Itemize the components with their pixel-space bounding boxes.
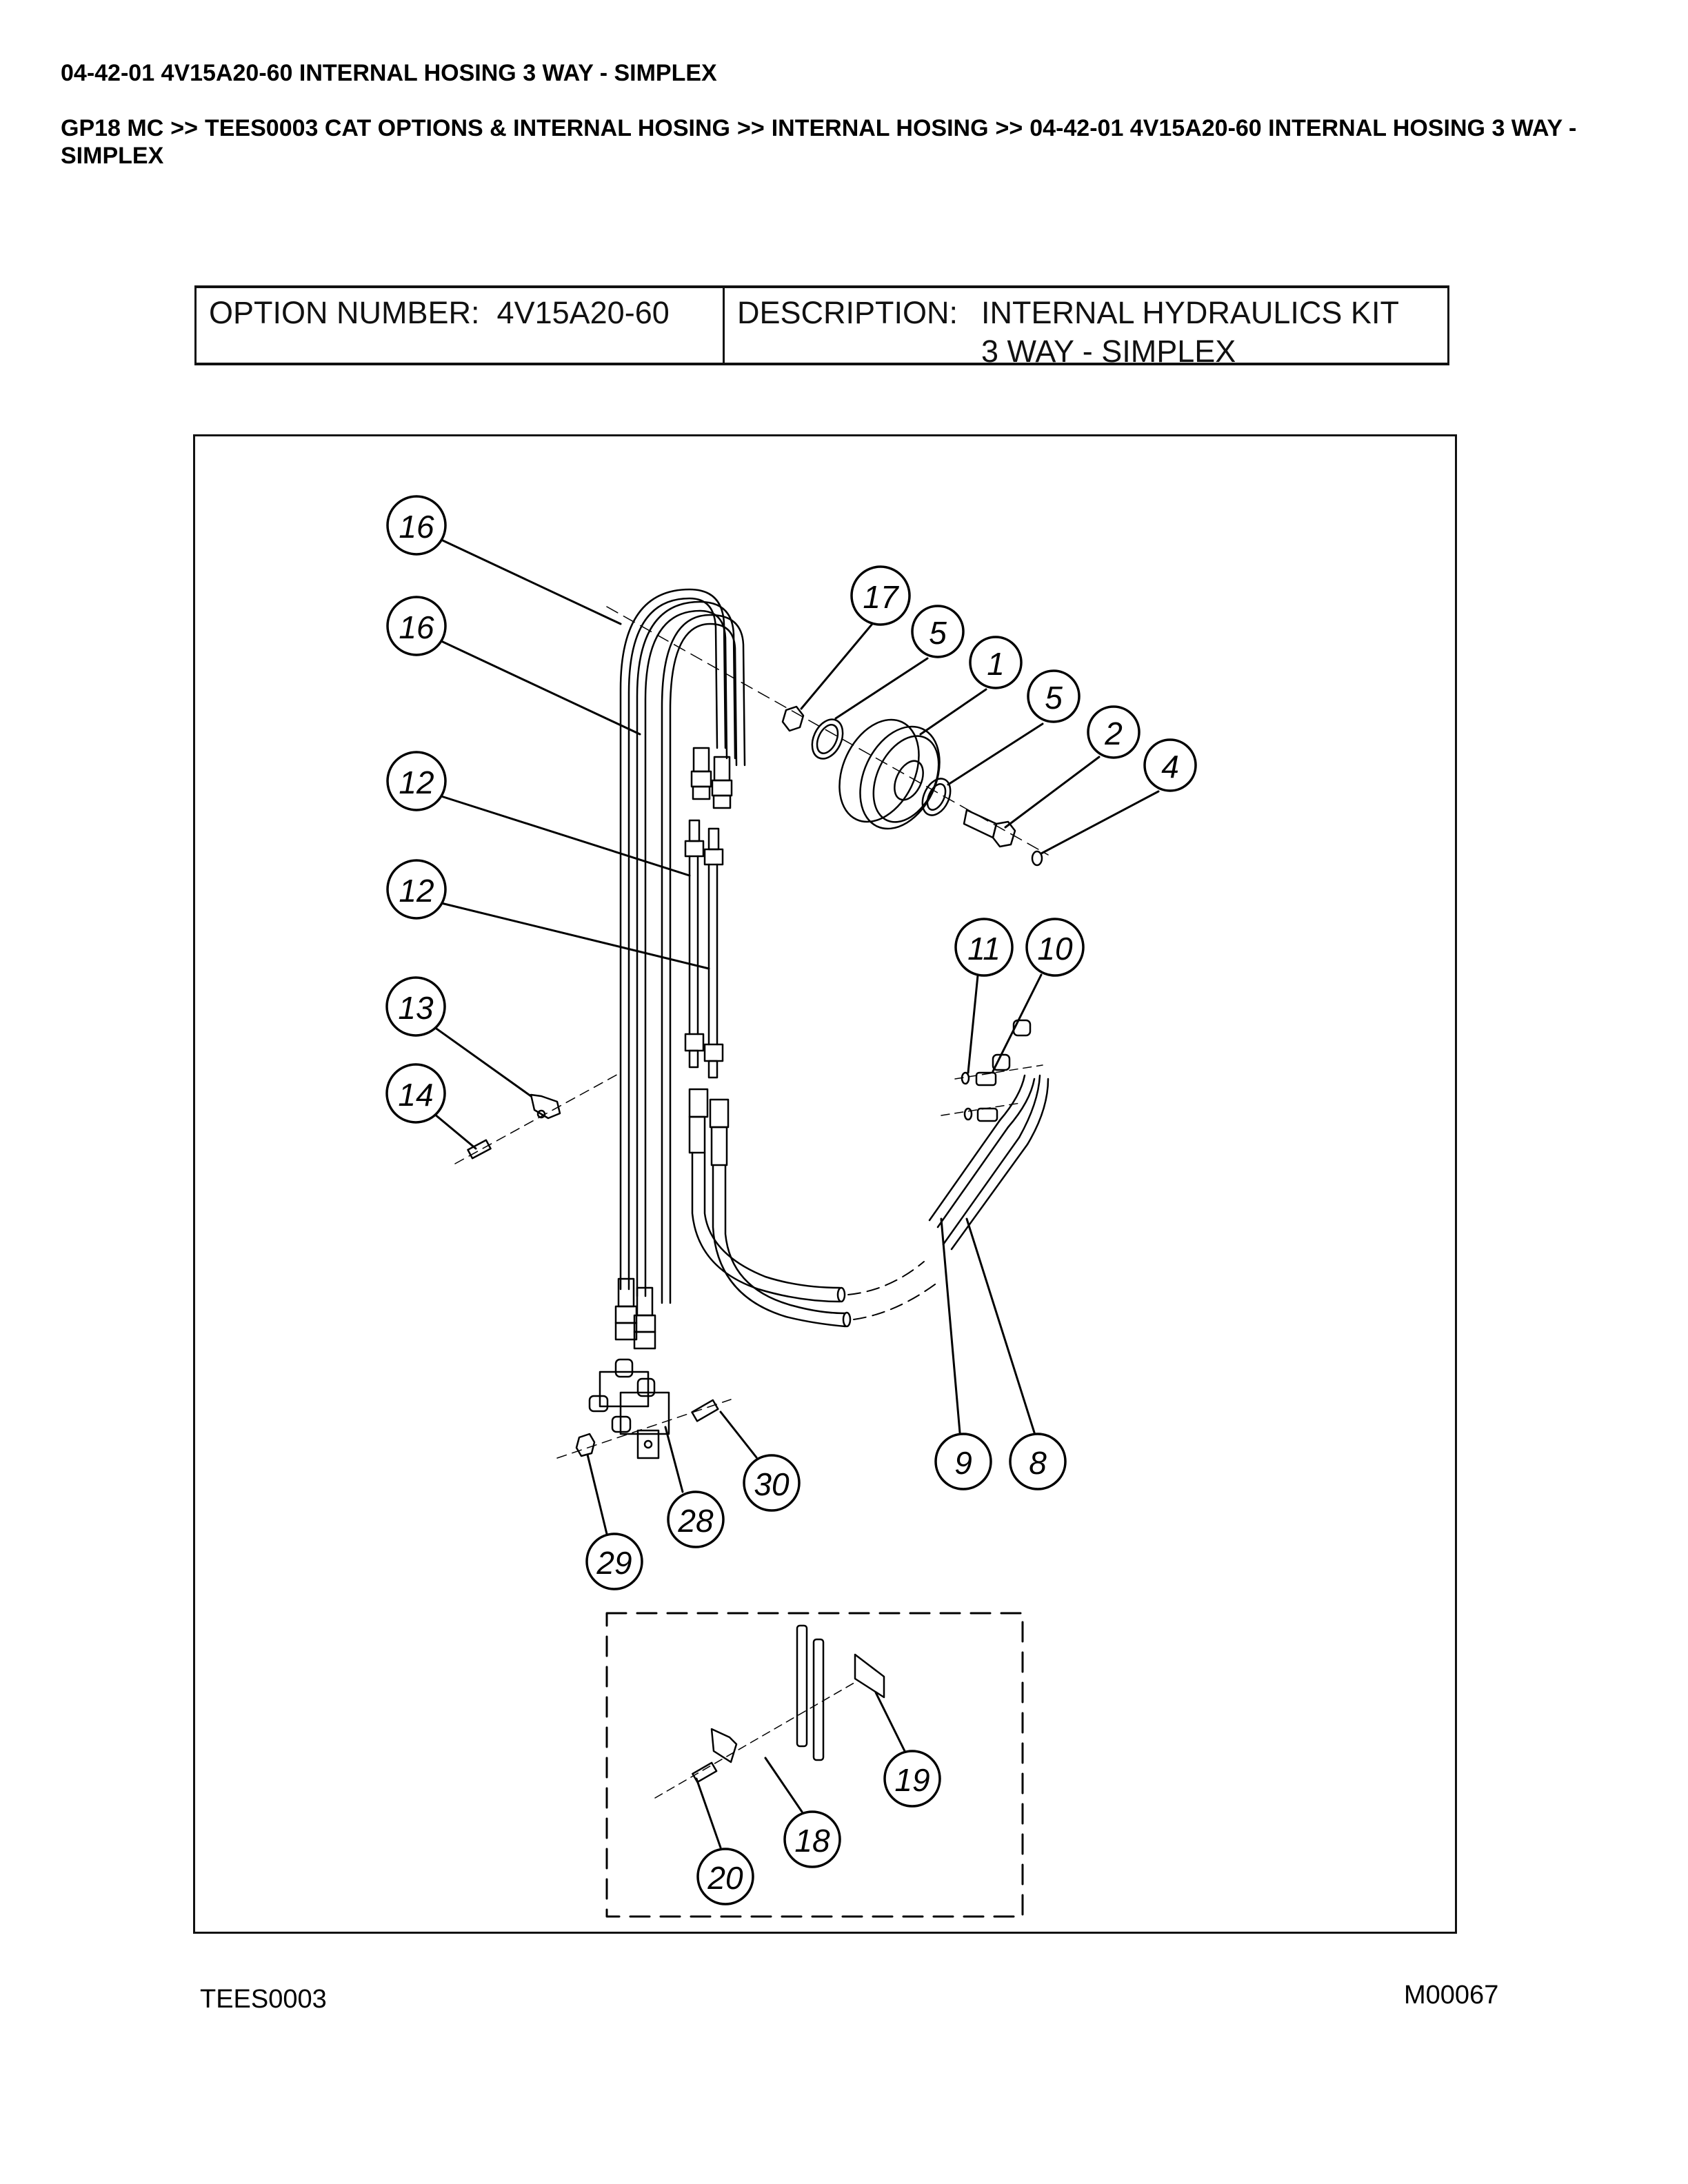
callout-label: 5 [929, 615, 947, 651]
breadcrumb-current: 04-42-01 4V15A20-60 INTERNAL HOSING 3 WA… [61, 115, 1577, 169]
callout-label: 9 [954, 1445, 972, 1481]
kit-detail-box [605, 1612, 1024, 1918]
hose-assembly-8-9 [688, 1019, 1049, 1328]
callout-label: 17 [863, 579, 899, 615]
callout-balloon-5[interactable]: 5 [911, 605, 965, 658]
callout-balloon-5[interactable]: 5 [1027, 669, 1081, 723]
callout-balloon-1[interactable]: 1 [969, 636, 1023, 689]
kit-detail-parts [654, 1624, 885, 1799]
callout-label: 8 [1029, 1445, 1047, 1481]
callout-label: 29 [596, 1545, 632, 1581]
option-number-cell: OPTION NUMBER: 4V15A20-60 [197, 288, 725, 363]
callout-label: 14 [398, 1077, 433, 1113]
description-label: DESCRIPTION: [737, 295, 958, 330]
diagram-frame [193, 434, 1457, 1934]
callout-label: 20 [707, 1860, 743, 1896]
callout-balloon-13[interactable]: 13 [385, 976, 446, 1037]
footer-section-code: TEES0003 [200, 1985, 327, 2014]
description-line-2: 3 WAY - SIMPLEX [981, 334, 1236, 369]
valve-block [556, 1358, 732, 1459]
callout-balloon-30[interactable]: 30 [743, 1454, 801, 1512]
callout-balloon-17[interactable]: 17 [850, 565, 911, 626]
breadcrumb-separator: >> [736, 115, 765, 141]
breadcrumb-separator: >> [995, 115, 1023, 141]
callout-balloon-12[interactable]: 12 [386, 859, 447, 920]
callout-balloon-10[interactable]: 10 [1025, 918, 1085, 977]
callout-balloon-18[interactable]: 18 [783, 1810, 841, 1868]
breadcrumb-item[interactable]: INTERNAL HOSING [771, 115, 989, 141]
callout-label: 1 [987, 646, 1005, 682]
breadcrumb-item[interactable]: TEES0003 CAT OPTIONS & INTERNAL HOSING [204, 115, 730, 141]
option-number-value: 4V15A20-60 [496, 295, 670, 330]
option-number-label: OPTION NUMBER: [209, 295, 480, 330]
description-line-1: INTERNAL HYDRAULICS KIT [981, 295, 1399, 330]
callout-balloon-8[interactable]: 8 [1009, 1433, 1067, 1490]
callout-label: 28 [677, 1503, 714, 1539]
callout-label: 16 [399, 509, 434, 545]
callout-label: 5 [1045, 680, 1063, 716]
pulley-assembly [606, 606, 1049, 867]
clamp-13-bolt-14 [454, 1072, 621, 1164]
tube-assembly-16 [614, 588, 746, 1350]
footer-drawing-number: M00067 [1404, 1981, 1499, 2010]
callout-label: 13 [398, 990, 434, 1026]
callout-label: 12 [399, 765, 434, 800]
callout-balloon-2[interactable]: 2 [1087, 705, 1141, 759]
callout-balloon-29[interactable]: 29 [585, 1533, 643, 1590]
breadcrumb: GP18 MC>>TEES0003 CAT OPTIONS & INTERNAL… [61, 114, 1619, 170]
callout-label: 12 [399, 873, 434, 909]
callout-balloon-19[interactable]: 19 [883, 1750, 941, 1808]
callout-balloon-16[interactable]: 16 [386, 495, 447, 556]
breadcrumb-item[interactable]: GP18 MC [61, 115, 164, 141]
callout-label: 10 [1037, 931, 1073, 967]
callout-balloon-12[interactable]: 12 [386, 751, 447, 811]
callout-label: 4 [1161, 749, 1179, 785]
description-cell: DESCRIPTION: INTERNAL HYDRAULICS KIT 3 WA… [725, 288, 1447, 369]
callout-leaders [433, 538, 1160, 1849]
breadcrumb-separator: >> [170, 115, 198, 141]
callout-label: 16 [399, 609, 434, 645]
callout-label: 19 [894, 1762, 930, 1798]
callout-balloon-9[interactable]: 9 [934, 1433, 992, 1490]
callout-balloon-28[interactable]: 28 [667, 1490, 725, 1548]
callout-balloon-16[interactable]: 16 [386, 596, 447, 656]
option-table: OPTION NUMBER: 4V15A20-60 DESCRIPTION: IN… [194, 285, 1449, 369]
callout-balloon-14[interactable]: 14 [385, 1063, 446, 1124]
callout-balloon-4[interactable]: 4 [1143, 738, 1197, 792]
callout-label: 11 [967, 931, 1001, 967]
callout-balloon-20[interactable]: 20 [696, 1848, 754, 1905]
page-title: 04-42-01 4V15A20-60 INTERNAL HOSING 3 WA… [61, 60, 717, 86]
callout-balloon-11[interactable]: 11 [954, 918, 1014, 977]
callout-label: 30 [754, 1466, 790, 1502]
callout-label: 18 [794, 1823, 830, 1859]
callout-label: 2 [1104, 716, 1123, 751]
tube-assembly-12 [684, 819, 724, 1079]
